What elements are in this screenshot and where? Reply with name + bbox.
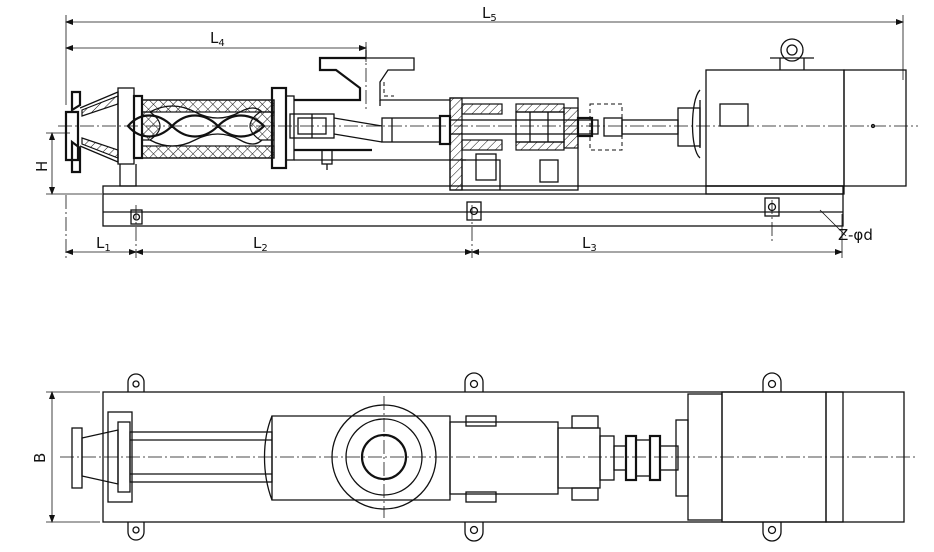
dimension-l1-label: L1 <box>96 234 111 254</box>
plan-pump-body <box>71 411 451 503</box>
base-frame <box>102 185 844 227</box>
dimension-l5-label: L5 <box>482 4 497 24</box>
rotor <box>126 114 266 138</box>
plan-bearing-housing <box>449 415 615 503</box>
stator-housing <box>117 86 295 187</box>
coupling-rod <box>289 113 452 146</box>
plan-discharge-port <box>331 396 437 518</box>
dimension-b-label: B <box>31 453 49 463</box>
plan-coupling <box>613 434 679 482</box>
plan-base-frame <box>102 372 844 542</box>
inlet-flange <box>64 90 119 174</box>
dimension-l5: L5 <box>65 4 904 105</box>
dimension-l4-label: L4 <box>210 29 225 49</box>
dimension-b: B <box>31 391 100 523</box>
dimension-l3-label: L3 <box>582 234 597 254</box>
dimension-l1-l2-l3: L1 L2 L3 <box>65 195 843 258</box>
bolt-callout: Z-φd <box>819 209 873 244</box>
dimension-h: H <box>33 132 102 195</box>
suction-chamber <box>294 46 466 170</box>
dimension-l2-label: L2 <box>253 234 268 254</box>
motor <box>677 38 907 195</box>
bolt-callout-label: Z-φd <box>838 226 873 244</box>
bearing-housing <box>449 97 579 191</box>
plan-motor <box>675 391 905 523</box>
dimension-h-label: H <box>33 161 51 172</box>
drive-shaft <box>449 103 679 151</box>
